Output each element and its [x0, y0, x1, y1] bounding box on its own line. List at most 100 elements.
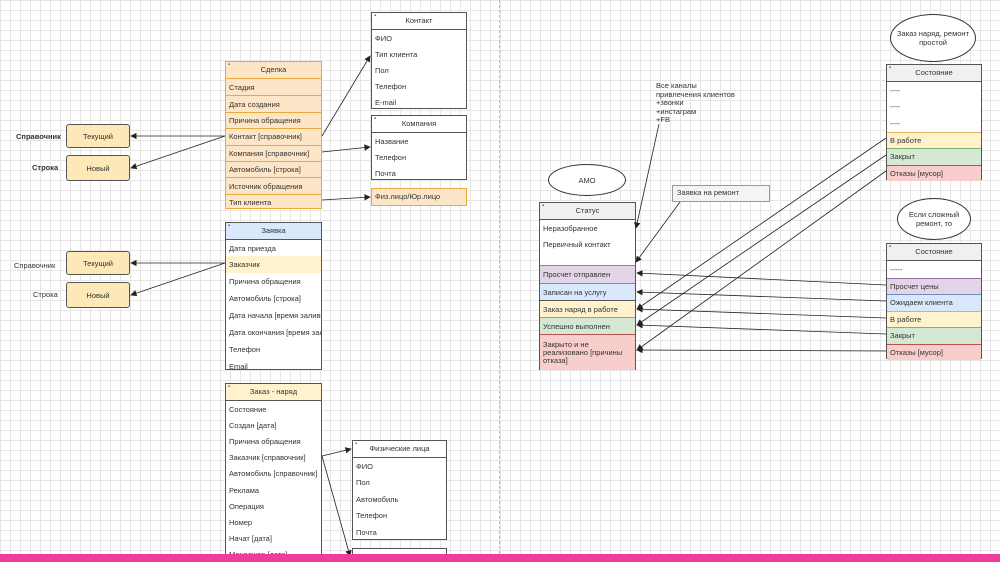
- sost2-row-proschet[interactable]: Просчет цены: [887, 277, 981, 294]
- sost2-row[interactable]: -----: [890, 264, 903, 274]
- sost2-row-zakryt[interactable]: Закрыт: [887, 327, 981, 344]
- ellipse-amo[interactable]: АМО: [548, 164, 626, 196]
- kontakt-row[interactable]: E-mail: [375, 97, 397, 107]
- table-fiz-litsa[interactable]: ▪Физические лица ФИО Пол Автомобиль Теле…: [352, 440, 447, 540]
- edge-zakryt-to-uspeshno: [636, 322, 887, 335]
- sost2-row-v-rabote[interactable]: В работе: [887, 310, 981, 327]
- edge-tip-to-fiz-yur: [321, 194, 371, 201]
- table-zayavka-title: Заявка: [261, 226, 286, 235]
- sost2-row-otkazy[interactable]: Отказы [мусор]: [887, 343, 981, 360]
- zakaz-row[interactable]: Заказчик [справочник]: [229, 453, 306, 463]
- note-zayavka-na-remont[interactable]: Заявка на ремонт: [672, 185, 770, 202]
- zayavka-row-zakazchik[interactable]: Заказчик: [226, 256, 321, 273]
- fiz-litsa-row[interactable]: ФИО: [356, 461, 373, 471]
- ellipse-zakaz-prostoy[interactable]: Заказ наряд, ремонт простой: [890, 14, 976, 62]
- zakaz-row[interactable]: Создан [дата]: [229, 420, 277, 430]
- box-tekushchiy-1[interactable]: Текущий: [66, 124, 130, 148]
- zayavka-row[interactable]: Email: [229, 362, 248, 371]
- kontakt-row[interactable]: Телефон: [375, 81, 407, 91]
- box-novyy-1[interactable]: Новый: [66, 155, 130, 181]
- ellipse-slozhnyy-remont[interactable]: Если сложный ремонт, то: [897, 198, 971, 240]
- zakaz-row[interactable]: Менеджер [дата]: [226, 547, 321, 557]
- sdelka-row[interactable]: Тип клиента: [226, 193, 321, 210]
- zakaz-row[interactable]: Начат [дата]: [229, 534, 272, 544]
- table-sost1-header: ▪Состояние: [887, 65, 981, 82]
- sdelka-row[interactable]: Контакт [справочник]: [226, 128, 321, 144]
- zayavka-row[interactable]: Телефон: [229, 345, 261, 354]
- edge-zakazchik-to-fiz-litsa: [321, 447, 352, 457]
- table-sdelka[interactable]: ▪Сделка Стадия Дата создания Причина обр…: [225, 61, 322, 209]
- table-kompaniya-header: ▪Компания: [372, 116, 466, 133]
- channels-line: +FB: [656, 115, 670, 124]
- sdelka-row[interactable]: Стадия: [229, 82, 255, 92]
- zayavka-row[interactable]: Дата приезда: [229, 243, 276, 253]
- edge-sost1-zakryt-to-uspeshno: [636, 154, 887, 326]
- fiz-litsa-row[interactable]: Телефон: [356, 511, 388, 521]
- fiz-litsa-row[interactable]: Автомобиль: [356, 494, 399, 504]
- zakaz-row[interactable]: Автомобиль [справочник]: [229, 469, 318, 479]
- sost1-row[interactable]: ----: [890, 102, 900, 112]
- kompaniya-row[interactable]: Название: [375, 136, 409, 146]
- table-fiz-litsa-header: ▪Физические лица: [353, 441, 446, 458]
- sdelka-row[interactable]: Дата создания: [226, 95, 321, 111]
- status-row[interactable]: Первичный контакт: [540, 236, 635, 266]
- status-row-zapisan[interactable]: Записан на услугу: [540, 283, 635, 300]
- fiz-litsa-row[interactable]: Пол: [356, 478, 370, 488]
- sost1-row[interactable]: ----: [890, 85, 900, 95]
- status-row-proschet[interactable]: Просчет отправлен: [540, 266, 635, 283]
- sost2-row-ozhidaem[interactable]: Ожидаем клиента: [887, 294, 981, 311]
- kompaniya-row[interactable]: Телефон: [375, 152, 407, 162]
- table-sdelka-title: Сделка: [260, 65, 287, 74]
- table-sostoyanie-1[interactable]: ▪Состояние ---- ---- ---- В работе Закры…: [886, 64, 982, 181]
- box-fiz-yur-litso[interactable]: Физ.лицо/Юр.лицо: [371, 188, 467, 206]
- label-spravochnik-1: Справочник: [16, 132, 61, 141]
- zakaz-row[interactable]: Причина обращения: [229, 436, 301, 446]
- status-row[interactable]: Неразобранное: [543, 223, 598, 233]
- zakaz-row[interactable]: Операция: [229, 501, 264, 511]
- edge-note-to-status: [635, 201, 681, 263]
- table-kompaniya[interactable]: ▪Компания Название Телефон Почта: [371, 115, 467, 180]
- sdelka-row[interactable]: Источник обращения: [226, 177, 321, 193]
- status-row-zakaz-v-rabote[interactable]: Заказ наряд в работе: [540, 300, 635, 317]
- sost1-row-zakryt[interactable]: Закрыт: [887, 148, 981, 165]
- box-novyy-2[interactable]: Новый: [66, 282, 130, 308]
- zayavka-row[interactable]: Дата начала [время заливки]: [229, 311, 321, 320]
- table-status[interactable]: ▪Статус Неразобранное Первичный контакт …: [539, 202, 636, 370]
- status-row-zakryto[interactable]: Закрыто и не реализовано [причины отказа…: [540, 334, 635, 370]
- table-zayavka[interactable]: ▪Заявка Дата приезда Заказчик Причина об…: [225, 222, 322, 371]
- fiz-litsa-row[interactable]: Почта: [356, 527, 377, 537]
- zakaz-row[interactable]: Состояние: [229, 404, 267, 414]
- table-zakaz-naryad[interactable]: ▪Заказ - наряд Состояние Создан [дата] П…: [225, 383, 322, 558]
- table-status-title: Статус: [575, 206, 600, 215]
- box-tekushchiy-2[interactable]: Текущий: [66, 251, 130, 275]
- label-stroka-2: Строка: [33, 290, 58, 299]
- edge-kontakt-to-kontakt-table: [321, 55, 371, 137]
- kontakt-row[interactable]: Тип клиента: [375, 49, 418, 59]
- status-row-uspeshno[interactable]: Успешно выполнен: [540, 317, 635, 334]
- table-kontakt[interactable]: ▪Контакт ФИО Тип клиента Пол Телефон E-m…: [371, 12, 467, 109]
- kontakt-row[interactable]: Пол: [375, 65, 389, 75]
- channels-line: Все каналы: [656, 81, 697, 90]
- edge-ozhidaem-to-zapisan: [636, 289, 887, 302]
- table-kompaniya-title: Компания: [401, 119, 437, 128]
- edge-sost1-v-rabote-to-zakaz: [636, 137, 887, 310]
- sost1-row-v-rabote[interactable]: В работе: [887, 131, 981, 148]
- sdelka-row[interactable]: Автомобиль [строка]: [226, 160, 321, 177]
- table-sdelka-header: ▪Сделка: [226, 62, 321, 79]
- zayavka-row[interactable]: Дата окончания [время заливки]: [229, 328, 321, 337]
- edge-zakazchik-to-novyy: [130, 262, 226, 297]
- sdelka-row[interactable]: Компания [справочник]: [226, 144, 321, 161]
- kontakt-row[interactable]: ФИО: [375, 33, 392, 43]
- table-sostoyanie-2[interactable]: ▪Состояние ----- Просчет цены Ожидаем кл…: [886, 243, 982, 360]
- zayavka-row[interactable]: Автомобиль [строка]: [229, 294, 301, 303]
- zayavka-row[interactable]: Причина обращения: [229, 277, 301, 286]
- sost1-row[interactable]: ----: [890, 118, 900, 128]
- sost1-row-otkazy[interactable]: Отказы [мусор]: [887, 164, 981, 181]
- table-sost1-title: Состояние: [915, 68, 953, 77]
- edge-kontakt-to-novyy: [130, 135, 226, 170]
- sdelka-row[interactable]: Причина обращения: [226, 111, 321, 128]
- zakaz-row[interactable]: Реклама: [229, 485, 260, 495]
- kompaniya-row[interactable]: Почта: [375, 168, 396, 178]
- zakaz-row[interactable]: Номер: [229, 517, 253, 527]
